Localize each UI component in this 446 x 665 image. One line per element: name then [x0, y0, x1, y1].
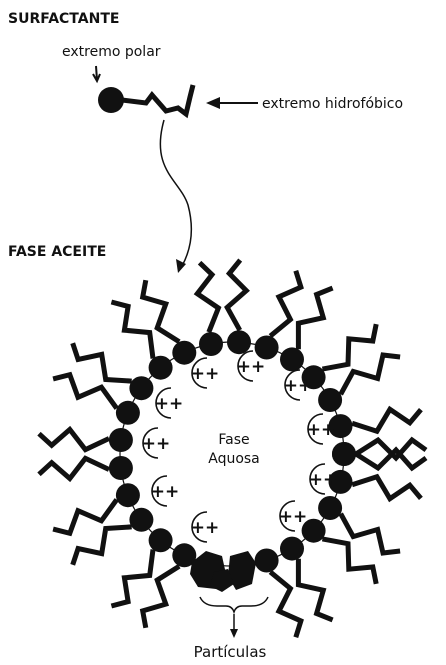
- surfactante-title: SURFACTANTE: [8, 11, 119, 27]
- fase-label: Fase: [218, 432, 249, 448]
- surfactant-tail: [197, 263, 218, 333]
- surfactant-head: [280, 347, 304, 371]
- hydrophobic-tail: [122, 85, 193, 114]
- surfactant-tail: [352, 477, 421, 499]
- aquosa-label: Aquosa: [208, 451, 260, 467]
- surfactant-head: [109, 456, 133, 480]
- surfactant-head: [116, 401, 140, 425]
- surfactant-head: [149, 528, 173, 552]
- charge-label: ++: [309, 470, 338, 490]
- surfactant-head: [332, 442, 356, 466]
- surfactant-tail: [352, 409, 421, 431]
- charge-label: ++: [155, 394, 184, 414]
- particulas-pointer: [230, 614, 238, 638]
- charge-label: ++: [284, 376, 313, 396]
- surfactant-head: [129, 376, 153, 400]
- surfactant-head: [116, 483, 140, 507]
- surfactant-head: [199, 332, 223, 356]
- surfactant-head: [280, 537, 304, 561]
- surfactant-tail: [111, 302, 153, 359]
- particles-brace: [200, 597, 268, 612]
- surfactant-tail: [298, 559, 332, 620]
- hydrophobic-pointer-arrow: [206, 97, 258, 109]
- extremo-hidrofobico-label: extremo hidrofóbico: [262, 96, 403, 112]
- surfactant-head: [109, 428, 133, 452]
- surfactant-tail: [356, 440, 426, 458]
- charge-label: ++: [151, 482, 180, 502]
- charge-label: ++: [191, 364, 220, 384]
- surfactant-head: [318, 496, 342, 520]
- surfactant-tail: [73, 527, 132, 565]
- surfactant-tail: [322, 324, 376, 369]
- surfactant-head: [129, 508, 153, 532]
- charge-label: ++: [307, 420, 336, 440]
- charge-label: ++: [279, 507, 308, 527]
- surfactant-tail: [298, 288, 332, 349]
- surfactant-head: [149, 356, 173, 380]
- surfactant-tail: [39, 458, 109, 478]
- polar-head: [98, 87, 124, 113]
- charge-label: ++: [142, 434, 171, 454]
- charge-label: ++: [191, 518, 220, 538]
- surfactant-tail: [322, 539, 376, 584]
- surfactant-head: [255, 336, 279, 360]
- extremo-polar-label: extremo polar: [62, 44, 161, 60]
- surfactant-tail: [39, 430, 109, 450]
- surfactant-molecule: [98, 85, 193, 114]
- charge-label: ++: [237, 357, 266, 377]
- polar-pointer-arrow: [93, 66, 100, 81]
- surfactant-tail: [73, 343, 132, 381]
- surfactant-tail: [227, 260, 246, 330]
- fase-aceite-label: FASE ACEITE: [8, 244, 106, 260]
- particulas-label: Partículas: [194, 643, 267, 661]
- particle-cluster: [190, 551, 256, 592]
- surfactant-head: [227, 330, 251, 354]
- surfactant-head: [255, 549, 279, 573]
- surfactant-head: [172, 341, 196, 365]
- surfactant-head: [318, 388, 342, 412]
- curved-arrow: [160, 120, 191, 273]
- surfactant-tail: [111, 550, 153, 607]
